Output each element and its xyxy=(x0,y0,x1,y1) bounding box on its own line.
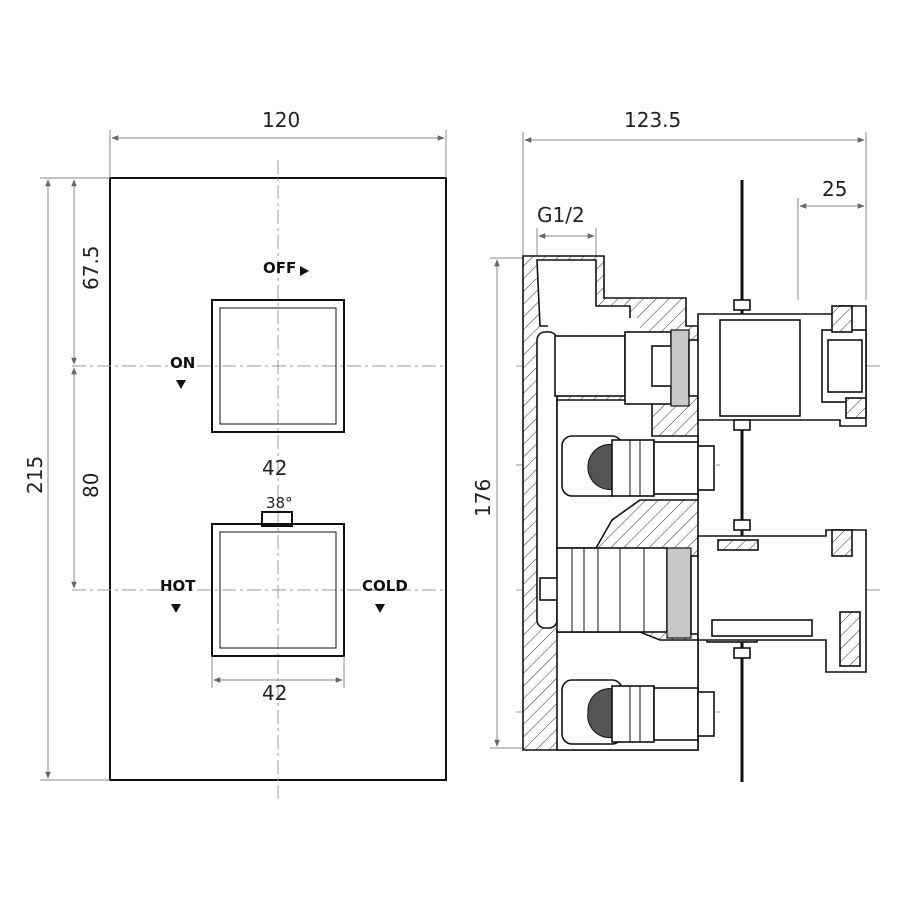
top-knob xyxy=(211,299,345,433)
projection-dimension: 25 xyxy=(822,177,847,201)
temperature-stop-tab xyxy=(261,511,293,527)
knob-bottom-dimension: 42 xyxy=(262,681,287,705)
top-handle-housing xyxy=(697,305,867,427)
off-label: OFF xyxy=(263,259,296,277)
spacing-dimension: 80 xyxy=(79,473,103,498)
front-view: OFF ON HOT COLD 120 215 67.5 80 42 38° 4… xyxy=(23,108,447,800)
thread-dimension: G1/2 xyxy=(537,203,585,227)
knob-top-dimension: 42 xyxy=(262,456,287,480)
off-arrow-icon xyxy=(300,266,309,276)
upper-check-valve xyxy=(561,435,715,497)
width-dimension: 120 xyxy=(262,108,300,132)
hot-arrow-icon xyxy=(171,604,181,613)
cold-label: COLD xyxy=(362,577,408,595)
angle-label: 38° xyxy=(266,494,293,512)
top-offset-dimension: 67.5 xyxy=(79,245,103,290)
side-section-view: 123.5 25 G1/2 176 xyxy=(471,108,880,782)
lower-check-valve xyxy=(561,679,715,745)
bottom-knob xyxy=(211,511,345,657)
hot-label: HOT xyxy=(160,577,196,595)
inlet-spacing-dimension: 176 xyxy=(471,479,495,517)
on-label: ON xyxy=(170,354,195,372)
height-dimension: 215 xyxy=(23,456,47,494)
bottom-handle-housing xyxy=(697,529,867,673)
cold-arrow-icon xyxy=(375,604,385,613)
depth-dimension: 123.5 xyxy=(624,108,681,132)
on-arrow-icon xyxy=(176,380,186,389)
